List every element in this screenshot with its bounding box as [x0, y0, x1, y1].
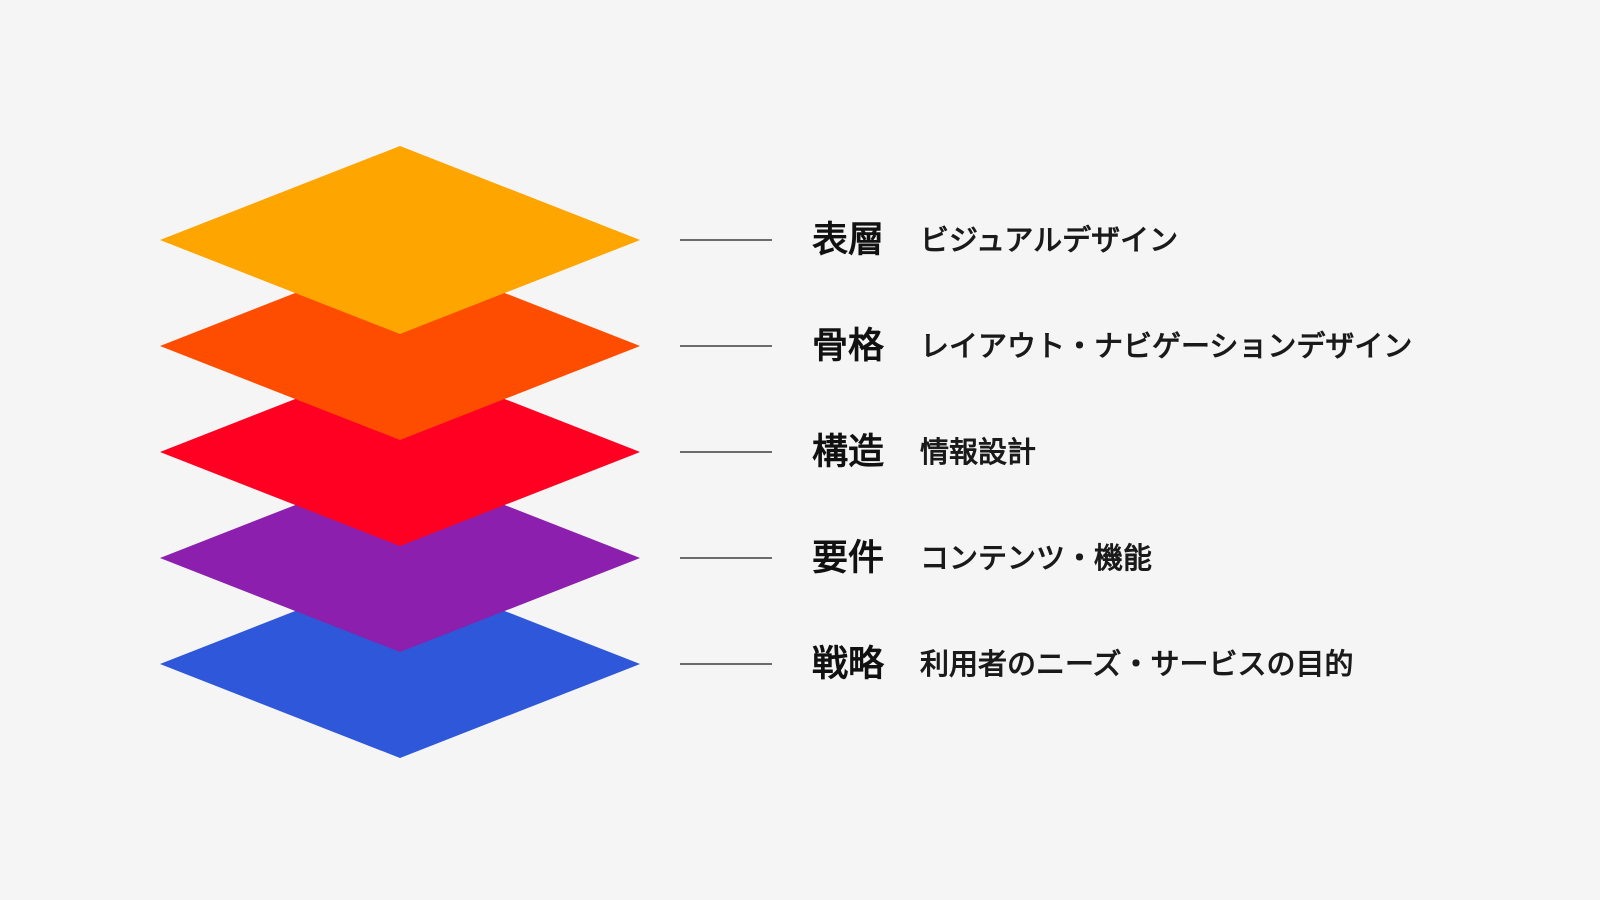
layer-diamond	[160, 252, 640, 440]
layer-title: 構造	[812, 432, 884, 473]
layer-description: 情報設計	[920, 435, 1036, 469]
layer-title: 骨格	[812, 326, 885, 367]
layer-title: 要件	[812, 538, 884, 579]
layer-description: コンテンツ・機能	[920, 541, 1152, 575]
layer-description: 利用者のニーズ・サービスの目的	[920, 647, 1354, 681]
layer-labels: 戦略 利用者のニーズ・サービスの目的 要件 コンテンツ・機能 構造 情報設計 骨格 レイアウト…	[680, 220, 1412, 685]
layer-diamond	[160, 464, 640, 652]
layer-diamond	[160, 146, 640, 334]
layer-diamond	[160, 570, 640, 758]
layer-stack	[160, 146, 640, 758]
layer-diamond	[160, 358, 640, 546]
layer-title: 表層	[812, 220, 884, 261]
layer-description: ビジュアルデザイン	[920, 223, 1178, 257]
layer-title: 戦略	[812, 644, 885, 685]
layer-description: レイアウト・ナビゲーションデザイン	[920, 329, 1412, 363]
